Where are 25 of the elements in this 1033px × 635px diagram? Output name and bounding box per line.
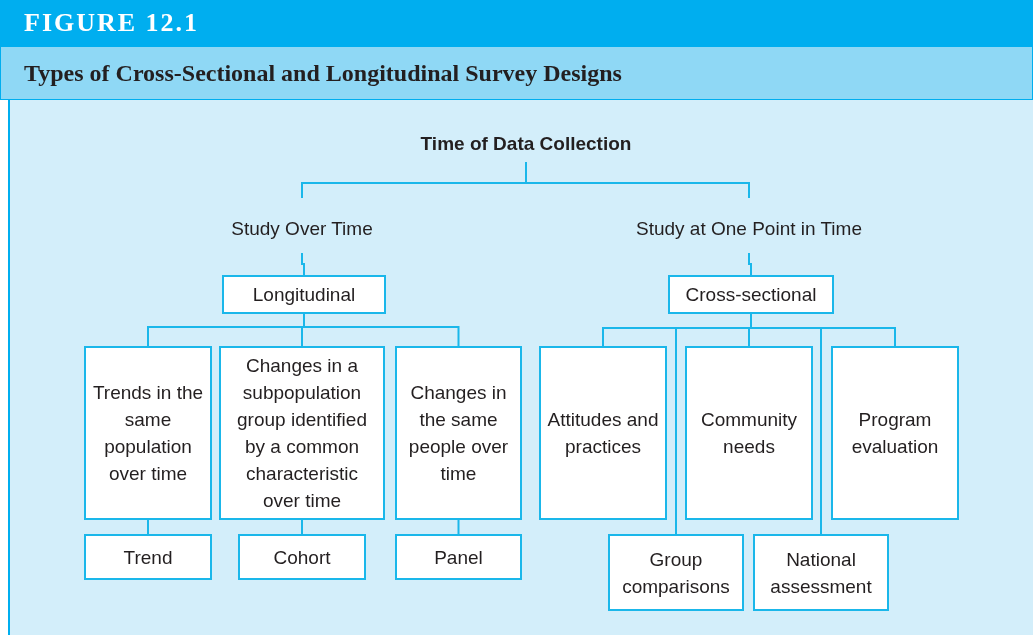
- figure-title: Types of Cross-Sectional and Longitudinal Survey Designs: [24, 60, 622, 87]
- branch-label: Study Over Time: [212, 213, 392, 243]
- connector-line: [457, 519, 460, 535]
- category-box: Trend: [84, 534, 212, 580]
- description-box: Changes in the same people over time: [395, 346, 522, 520]
- connector-line: [303, 313, 460, 347]
- connector-line: [301, 519, 303, 535]
- category-box: National assessment: [753, 534, 889, 611]
- category-box: Longitudinal: [222, 275, 386, 314]
- description-box: Trends in the same population over time: [84, 346, 212, 520]
- figure-number: FIGURE 12.1: [24, 8, 200, 38]
- category-box: Cross-sectional: [668, 275, 834, 314]
- description-box: Program evaluation: [831, 346, 959, 520]
- heading-text: Time of Data Collection: [396, 128, 656, 158]
- category-box: Group comparisons: [608, 534, 744, 611]
- connector-line: [301, 252, 305, 276]
- branch-label: Study at One Point in Time: [609, 213, 889, 243]
- description-box: Changes in a subpopulation group identified by a common characteristic over time: [219, 346, 385, 520]
- connector-line: [147, 519, 149, 535]
- connector-line: [748, 252, 752, 276]
- description-box: Attitudes and practices: [539, 346, 667, 520]
- category-box: Cohort: [238, 534, 366, 580]
- description-box: Community needs: [685, 346, 813, 520]
- category-box: Panel: [395, 534, 522, 580]
- connector-line: [525, 161, 750, 199]
